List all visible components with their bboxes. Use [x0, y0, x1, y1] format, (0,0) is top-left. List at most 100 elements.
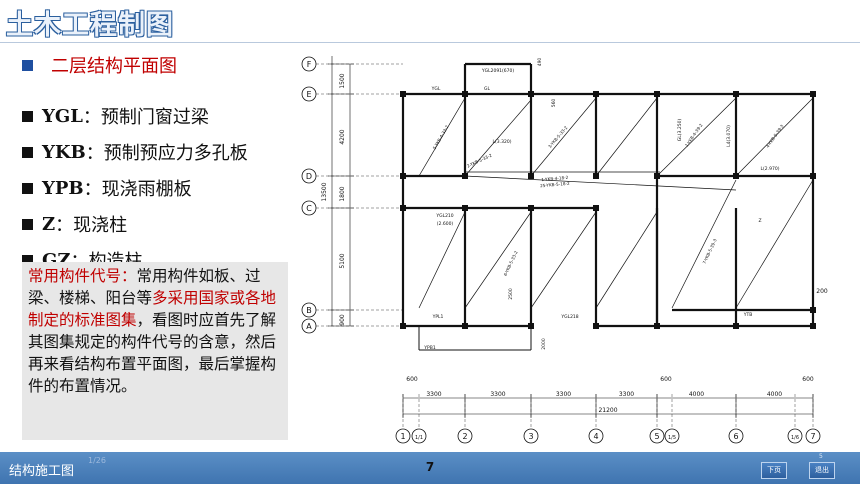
row-axis-label: F — [307, 60, 312, 69]
bullet-square-icon — [22, 218, 33, 230]
list-item: YKB ：预制预应力多孔板 — [22, 134, 248, 170]
column-block — [400, 205, 406, 211]
column-block — [733, 323, 739, 329]
column-block — [400, 91, 406, 97]
slab-diagonal — [418, 211, 466, 309]
beam-label: 2000 — [541, 338, 547, 350]
slab-diagonal — [530, 97, 597, 177]
beam-label: L4(3.070) — [726, 125, 732, 147]
component-code-list: YGL ：预制门窗过梁 YKB ：预制预应力多孔板 YPB ：现浇雨棚板 Z ：… — [22, 98, 248, 278]
column-axis-label: 1/5 — [668, 435, 676, 441]
column-axis-bubble — [805, 428, 821, 444]
bottom-dimension-text: 3300 — [426, 391, 441, 398]
exit-button[interactable]: 退出 — [809, 462, 835, 479]
beam-label: YPL1 — [432, 314, 444, 320]
slab-label: 6-YKB-5-33-2 — [503, 250, 519, 277]
column-block — [528, 323, 534, 329]
beam-label: (2.600) — [437, 221, 454, 227]
column-axis-bubble — [664, 428, 680, 444]
left-dimension-text: 4200 — [339, 129, 346, 144]
beam-label: 490 — [537, 58, 543, 67]
column-axis-label: 5 — [654, 432, 659, 441]
section-heading-text: 二层结构平面图 — [51, 56, 177, 77]
column-block — [733, 91, 739, 97]
slab-diagonal — [735, 97, 814, 177]
column-block — [400, 323, 406, 329]
slab-label: 5-YKB-4-33-2 — [432, 124, 450, 150]
column-axis-bubble — [649, 428, 665, 444]
left-dimension-text: 5100 — [339, 253, 346, 268]
bottom-dimension-text: 3300 — [556, 391, 571, 398]
beam-label: Z — [758, 218, 761, 224]
list-item: YPB ：现浇雨棚板 — [22, 170, 248, 206]
beam-label: L(3.320) — [493, 139, 512, 145]
footer-title: 结构施工图 — [9, 464, 75, 479]
column-axis-label: 3 — [528, 432, 533, 441]
column-block — [654, 91, 660, 97]
bullet-square-icon — [22, 146, 33, 158]
bottom-dimension-text: 3300 — [619, 391, 634, 398]
slab-diagonal — [656, 97, 737, 177]
beam-label: 2500 — [508, 288, 514, 300]
bullet-square-icon — [22, 254, 33, 266]
nav-indicator: 5 — [819, 453, 823, 460]
code-desc: ：现浇雨棚板 — [83, 179, 192, 200]
code-abbr: YGL — [42, 105, 83, 127]
beam-label: GL(3.250) — [677, 119, 683, 142]
column-axis-bubble — [395, 428, 411, 444]
column-block — [462, 91, 468, 97]
column-axis-bubble — [728, 428, 744, 444]
note-lead: 常用构件代号： — [28, 267, 137, 285]
column-block — [462, 205, 468, 211]
column-block — [810, 173, 816, 179]
footer-bar: 结构施工图 1/26 7 下页 5 退出 — [0, 452, 860, 484]
code-abbr: Z — [42, 213, 56, 235]
bottom-dimension-text: 4000 — [767, 391, 782, 398]
beam-label: YGL2091(670) — [481, 68, 515, 74]
offset-dimension-text: 600 — [406, 376, 418, 383]
right-dimension-text: 200 — [816, 288, 828, 295]
column-axis-label: 1 — [400, 432, 405, 441]
section-heading: 二层结构平面图 — [22, 52, 177, 78]
row-axis-label: B — [306, 306, 312, 315]
next-page-button[interactable]: 下页 — [761, 462, 787, 479]
note-text-1: 常用构件如板、过梁、楼梯、阳台等 — [28, 267, 261, 307]
left-dimension-text: 1500 — [339, 73, 346, 88]
beam-label: YGL218 — [560, 314, 578, 320]
column-axis-label: 6 — [733, 432, 738, 441]
column-axis-label: 7 — [810, 432, 815, 441]
column-axis-label: 1/6 — [791, 435, 799, 441]
page-counter: 1/26 — [88, 456, 106, 465]
column-axis-label: 1/1 — [415, 435, 423, 441]
column-axis-bubble — [787, 428, 803, 444]
beam-label: YTB — [743, 312, 753, 318]
slab-label: 1-YKB-4-39-2 — [684, 122, 704, 147]
column-block — [400, 173, 406, 179]
left-total-dimension: 13500 — [321, 182, 328, 201]
note-box: 常用构件代号：常用构件如板、过梁、楼梯、阳台等多采用国家或各地制定的标准图集，看… — [22, 262, 288, 440]
column-block — [654, 323, 660, 329]
slab-diagonal — [464, 99, 532, 177]
column-block — [593, 323, 599, 329]
slab-label: 7-YKB-5-39-3 — [702, 238, 718, 265]
column-block — [810, 91, 816, 97]
left-dimension-text: 900 — [339, 314, 346, 326]
row-axis-label: A — [306, 322, 312, 331]
beam-label: GL — [484, 86, 490, 92]
slab-label: 25-YKB-5-18-2 — [540, 181, 570, 189]
bottom-dimension-text: 3300 — [490, 391, 505, 398]
note-text-2: ，看图时应首先了解其图集规定的构件代号的含意，然后再来看结构布置平面图，最后掌握… — [28, 311, 277, 395]
offset-dimension-text: 600 — [660, 376, 672, 383]
slab-label: 4-YKB-5-39-3 — [765, 123, 785, 148]
slab-diagonal — [671, 179, 737, 309]
list-item: Z ：现浇柱 — [22, 206, 248, 242]
column-axis-bubble — [411, 428, 427, 444]
column-block — [810, 307, 816, 313]
column-axis-bubble — [588, 428, 604, 444]
beam-label: YPB1 — [423, 345, 436, 351]
row-axis-label: C — [306, 204, 312, 213]
slab-diagonal — [464, 175, 737, 191]
slab-diagonal — [418, 97, 466, 177]
beam-label: 560 — [551, 99, 557, 108]
slab-diagonal — [464, 211, 532, 309]
